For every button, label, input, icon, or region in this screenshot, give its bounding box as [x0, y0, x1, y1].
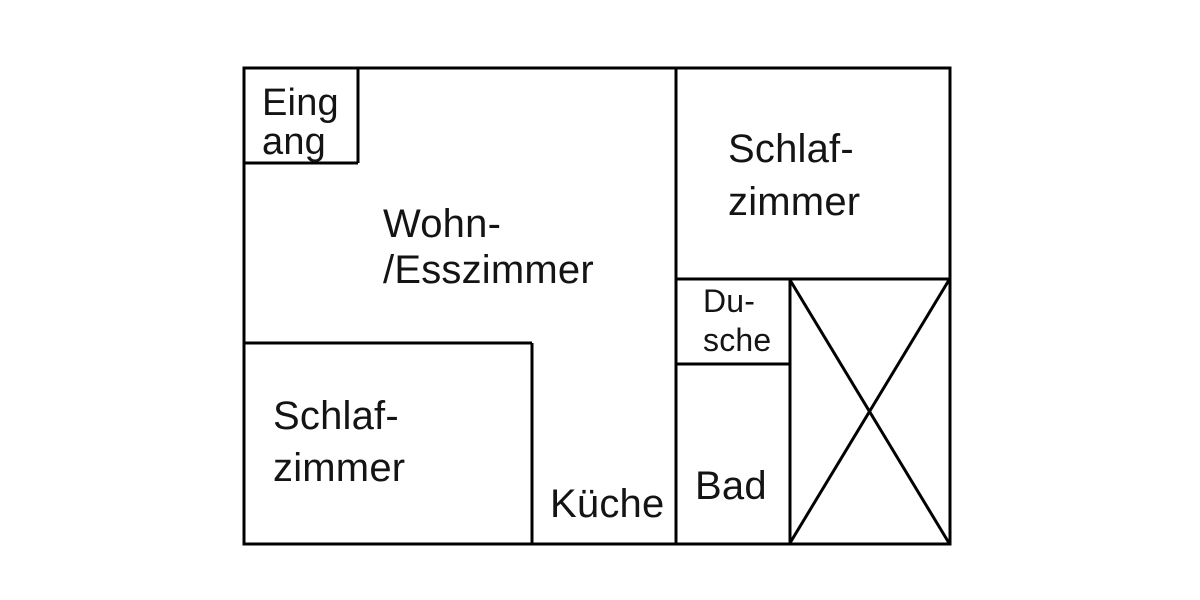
room-label-eingang: Eing ang: [262, 82, 339, 163]
crossed-area-diagonal-2: [788, 279, 951, 544]
room-label-schlafzimmer-oben: Schlaf- zimmer: [728, 127, 861, 224]
outer-wall: [242, 66, 952, 546]
room-label-bad: Bad: [695, 464, 767, 508]
room-label-dusche: Du- sche: [703, 283, 772, 358]
room-label-kueche: Küche: [550, 482, 665, 526]
room-label-schlafzimmer-unten: Schlaf- zimmer: [273, 394, 406, 490]
room-label-wohn-esszimmer: Wohn- /Esszimmer: [383, 202, 594, 292]
